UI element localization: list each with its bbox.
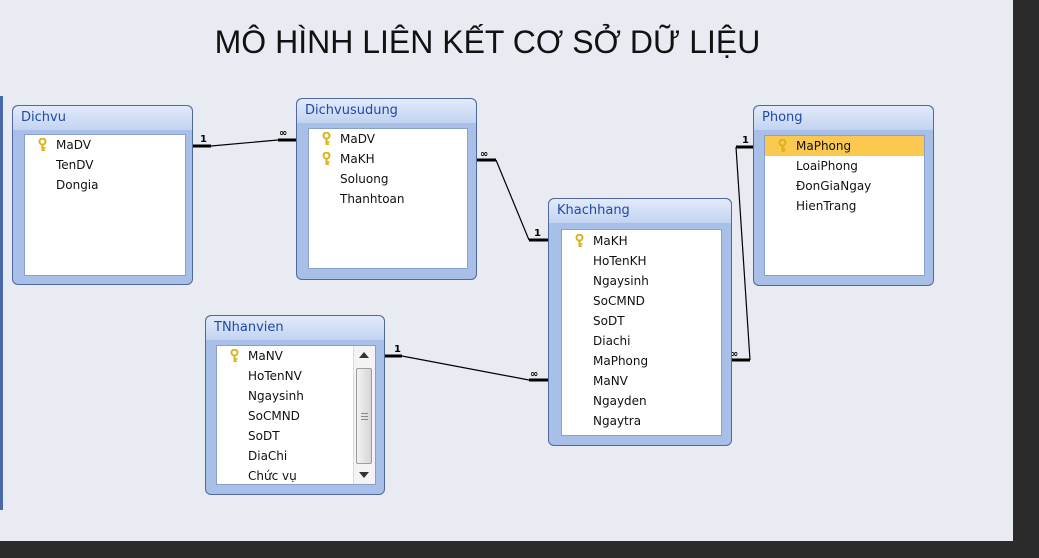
field-name: Ngaytra [593,414,642,428]
field-name: DiaChi [248,449,288,463]
field-name: Ngaysinh [593,274,649,288]
field-row[interactable]: HoTenKH [562,251,721,271]
relationship-khachhang-dichvusudung[interactable]: ∞ 1 [476,149,549,242]
scroll-down-icon[interactable] [359,472,369,478]
primary-key-icon [575,233,584,248]
field-name: MaPhong [796,139,852,153]
field-row[interactable]: Ngaysinh [217,386,375,406]
field-name: Diachi [593,334,631,348]
field-row[interactable]: SoDT [217,426,375,446]
relationship-dichvu-dichvusudung[interactable]: 1 ∞ [192,128,297,148]
table-header[interactable]: Dichvusudung [297,99,476,123]
field-row[interactable]: MaNV [562,371,721,391]
table-header[interactable]: Khachhang [549,199,731,223]
field-name: Soluong [340,172,389,186]
table-header[interactable]: TNhanvien [206,316,384,340]
field-name: SoCMND [248,409,300,423]
field-name: LoaiPhong [796,159,858,173]
table-header[interactable]: Dichvu [13,106,192,130]
field-row[interactable]: Dongia [25,175,185,195]
primary-key-icon [322,151,331,166]
field-row[interactable]: SoDT [562,311,721,331]
one-marker: 1 [742,135,749,146]
field-row[interactable]: DiaChi [217,446,375,466]
one-marker: 1 [200,134,207,145]
field-name: SoDT [248,429,280,443]
field-name: MaNV [248,349,283,363]
diagram-title: MÔ HÌNH LIÊN KẾT CƠ SỞ DỮ LIỆU [214,24,761,60]
many-marker: ∞ [279,128,287,139]
field-name: MaDV [340,132,375,146]
one-marker: 1 [534,228,541,239]
many-marker: ∞ [730,349,738,360]
field-row[interactable]: MaDV [309,129,467,149]
field-name: TenDV [56,158,94,172]
field-name: SoDT [593,314,625,328]
field-name: Ngayden [593,394,647,408]
field-row[interactable]: MaNV [217,346,375,366]
table-header[interactable]: Phong [754,106,933,130]
field-row[interactable]: TenDV [25,155,185,175]
field-row[interactable]: MaDV [25,135,185,155]
field-name: HienTrang [796,199,857,213]
field-row[interactable]: Thanhtoan [309,189,467,209]
many-marker: ∞ [530,369,538,380]
field-name: Dongia [56,178,99,192]
scroll-up-icon[interactable] [359,352,369,358]
primary-key-icon [322,131,331,146]
field-name: SoCMND [593,294,645,308]
field-row[interactable]: Soluong [309,169,467,189]
primary-key-icon [230,348,239,363]
field-row[interactable]: MaKH [562,231,721,251]
field-row[interactable]: Ngayden [562,391,721,411]
vertical-scrollbar[interactable] [353,346,375,484]
field-name: MaDV [56,138,91,152]
field-row[interactable]: HoTenNV [217,366,375,386]
one-marker: 1 [394,344,401,355]
field-name: Chức vụ [248,469,297,483]
field-row[interactable]: MaKH [309,149,467,169]
relationship-canvas: MÔ HÌNH LIÊN KẾT CƠ SỞ DỮ LIỆU 1 ∞ ∞ 1 1… [0,0,1013,541]
table-dichvu[interactable]: Dichvu MaDV TenDV Dongia [12,105,193,285]
relationship-phong-khachhang[interactable]: 1 ∞ [730,135,754,362]
field-name: Thanhtoan [340,192,405,206]
canvas-left-edge [0,96,3,510]
field-list: MaDV TenDV Dongia [24,134,186,276]
field-row[interactable]: SoCMND [217,406,375,426]
field-row[interactable]: Chức vụ [217,466,375,484]
field-row[interactable]: LoaiPhong [765,156,924,176]
primary-key-icon [778,138,787,153]
field-name: MaKH [340,152,375,166]
relationship-tnhanvien-khachhang[interactable]: 1 ∞ [384,344,549,382]
field-name: Ngaysinh [248,389,304,403]
field-row[interactable]: HienTrang [765,196,924,216]
field-row[interactable]: MaPhong [562,351,721,371]
scrollbar-thumb[interactable] [356,368,372,464]
field-row[interactable]: Ngaysinh [562,271,721,291]
field-row[interactable]: Diachi [562,331,721,351]
field-name: MaPhong [593,354,649,368]
field-name: HoTenKH [593,254,647,268]
field-name: MaKH [593,234,628,248]
field-name: MaNV [593,374,628,388]
field-name: ĐonGiaNgay [796,179,872,193]
many-marker: ∞ [480,149,488,160]
relationship-lines: 1 ∞ ∞ 1 1 ∞ 1 ∞ [192,128,754,382]
field-row[interactable]: MaPhong [765,136,924,156]
field-row[interactable]: SoCMND [562,291,721,311]
field-name: HoTenNV [248,369,302,383]
field-row[interactable]: ĐonGiaNgay [765,176,924,196]
primary-key-icon [38,137,47,152]
field-row[interactable]: Ngaytra [562,411,721,431]
